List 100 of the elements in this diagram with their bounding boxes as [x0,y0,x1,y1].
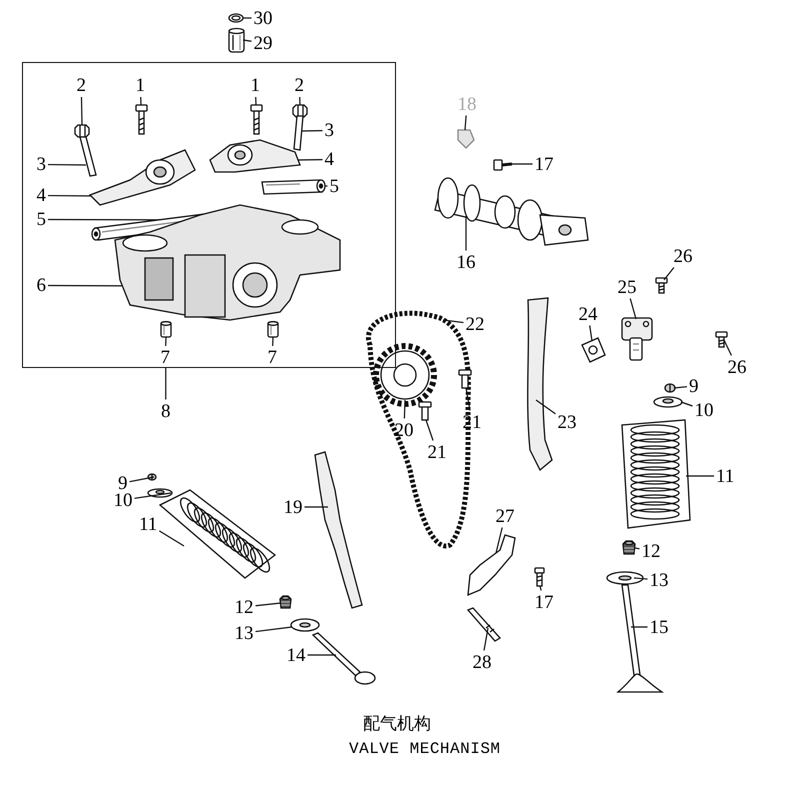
leader-line [299,96,301,106]
bolt [493,159,512,171]
sleeve [228,28,245,53]
leader-line [686,475,714,477]
leader-line [634,547,640,550]
leader-line [165,368,166,400]
leader-line [589,325,593,342]
spring-retainer [653,396,683,408]
callout-number: 3 [36,155,46,174]
leader-line [272,336,274,346]
callout-number: 3 [324,121,334,140]
caption-text: VALVE MECHANISM [349,740,501,758]
callout-number: 19 [284,498,302,516]
valve-spring-set [621,419,691,529]
spring-seat [606,571,644,585]
valve-collet [664,383,676,393]
leader-line [140,96,142,106]
leader-line [302,130,323,132]
leader-line [243,17,252,19]
callout-number: 9 [118,474,128,492]
callout-number: 1 [136,76,145,95]
leader-line [80,96,83,126]
cylinder-head-block [114,204,340,320]
callout-number: 2 [76,76,86,95]
leader-line [165,336,167,346]
rocker-arm [208,138,300,172]
leader-line [536,400,556,414]
valve-stem-seal [279,595,292,609]
callout-number: 29 [254,34,272,52]
leader-line [483,628,489,651]
leader-line [664,267,674,280]
chain-guide [314,451,363,609]
rocker-arm [88,148,196,206]
chain-guide [527,297,553,471]
leader-line [464,115,467,130]
leader-line [634,577,648,580]
callout-number: 30 [254,8,272,28]
bolt [715,331,728,348]
callout-number: 20 [394,420,414,440]
dowel-pin [266,320,278,338]
leader-line [304,506,328,508]
o-ring [228,13,244,23]
leader-line [495,527,503,554]
callout-number: 5 [36,210,46,229]
callout-number: 5 [330,177,339,196]
callout-number: 26 [728,358,746,376]
leader-line [539,586,542,591]
leader-line [255,602,282,606]
bolt [466,607,502,642]
lock-nut [292,104,308,118]
callout-number: 11 [716,466,734,486]
callout-number: 15 [650,618,668,636]
callout-number: 9 [689,376,698,396]
bracket [467,534,516,596]
lock-nut [74,124,90,138]
callout-number: 13 [650,570,668,590]
callout-number: 7 [268,348,277,367]
leader-line [255,96,257,106]
valve-stem-seal [622,540,636,555]
callout-number: 21 [428,442,446,462]
callout-number: 10 [694,400,714,420]
bolt [458,369,472,389]
callout-number: 14 [286,646,306,664]
adjusting-screw [292,114,304,150]
leader-line [512,163,532,165]
leader-line [630,298,637,320]
leader-line [723,340,732,356]
callout-number: 12 [642,542,660,560]
leader-line [158,530,184,547]
callout-number: 26 [674,246,692,266]
assembly-frame [22,62,396,368]
leader-line [680,401,693,407]
callout-number: 16 [456,252,476,272]
leader-line [631,626,648,628]
spring-seat [290,618,320,632]
callout-number: 6 [36,276,46,295]
leader-line [442,319,464,324]
valve-spring-set [158,489,276,579]
callout-number: 4 [324,150,334,169]
callout-number: 23 [558,412,576,432]
callout-number: 8 [161,402,170,420]
sprocket [373,343,437,407]
leader-line [242,39,252,42]
leader-line [297,159,322,161]
callout-number: 13 [234,624,254,642]
callout-number: 22 [466,314,484,334]
caption-text: 配气机构 [363,712,431,734]
rocker-shaft [260,178,326,194]
callout-number: 7 [160,348,170,367]
adjusting-screw [78,136,96,176]
callout-number: 28 [472,652,492,672]
leader-line [465,216,467,250]
leader-line [674,386,688,389]
callout-number: 2 [294,76,304,95]
valve [312,632,376,685]
callout-number: 21 [462,412,482,432]
camshaft [434,177,589,246]
bolt [534,567,545,587]
bolt [655,277,668,294]
callout-number: 17 [534,592,554,612]
